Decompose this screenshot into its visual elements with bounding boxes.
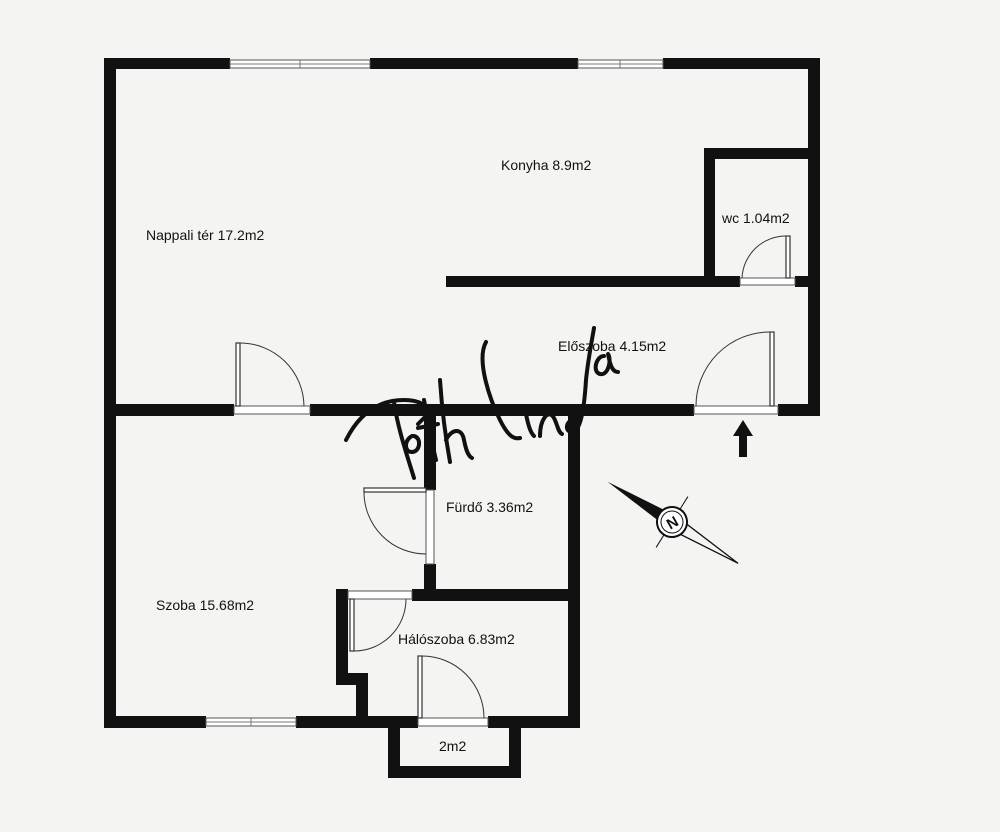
wall-right xyxy=(808,58,820,416)
wall-balcony-right xyxy=(509,716,521,778)
window-top-left xyxy=(229,59,371,69)
wall-lower-right xyxy=(568,404,580,728)
wall-bath-left-upper xyxy=(424,416,436,490)
wall-bedroom-left-lower xyxy=(356,673,368,728)
wall-bath-bottom xyxy=(412,589,580,601)
entrance-arrow-icon xyxy=(733,420,753,457)
label-kitchen: Konyha 8.9m2 xyxy=(501,157,591,173)
wall-mid-2 xyxy=(310,404,694,416)
doors xyxy=(233,235,796,727)
wall-top-1 xyxy=(104,58,230,69)
room-labels: Nappali tér 17.2m2 Konyha 8.9m2 wc 1.04m… xyxy=(146,157,790,754)
wall-top-3 xyxy=(663,58,820,69)
door-bath xyxy=(363,487,435,565)
door-balcony xyxy=(417,655,489,727)
compass-icon xyxy=(607,481,739,564)
label-bath: Fürdő 3.36m2 xyxy=(446,499,533,515)
label-bedroom: Hálószoba 6.83m2 xyxy=(398,631,515,647)
wall-wc-left xyxy=(704,148,715,287)
wall-wc-top xyxy=(704,148,816,159)
wall-kitchen xyxy=(446,276,740,287)
walls xyxy=(104,58,820,778)
watermark-signature xyxy=(344,326,620,480)
wall-kitchen-stub xyxy=(795,276,810,287)
door-entrance xyxy=(693,331,779,415)
wall-bedroom-left xyxy=(336,589,348,685)
wall-mid-1 xyxy=(104,404,234,416)
wall-bottom-2 xyxy=(296,716,418,728)
door-bedroom-left xyxy=(347,590,413,652)
label-living: Nappali tér 17.2m2 xyxy=(146,227,265,243)
door-living xyxy=(233,342,311,415)
label-balcony: 2m2 xyxy=(439,738,466,754)
label-hall: Előszoba 4.15m2 xyxy=(558,338,666,354)
label-room: Szoba 15.68m2 xyxy=(156,597,254,613)
wall-mid-3 xyxy=(778,404,820,416)
wall-bottom-3 xyxy=(488,716,580,728)
wall-bath-left-lower xyxy=(424,564,436,592)
wall-balcony-left xyxy=(388,716,400,778)
window-top-right xyxy=(577,59,664,69)
label-wc: wc 1.04m2 xyxy=(721,210,790,226)
door-wc xyxy=(739,235,796,286)
wall-left xyxy=(104,58,116,728)
windows xyxy=(205,59,664,727)
wall-balcony-bottom xyxy=(388,766,521,778)
window-bottom xyxy=(205,717,297,727)
wall-bottom-1 xyxy=(104,716,206,728)
wall-top-2 xyxy=(370,58,578,69)
